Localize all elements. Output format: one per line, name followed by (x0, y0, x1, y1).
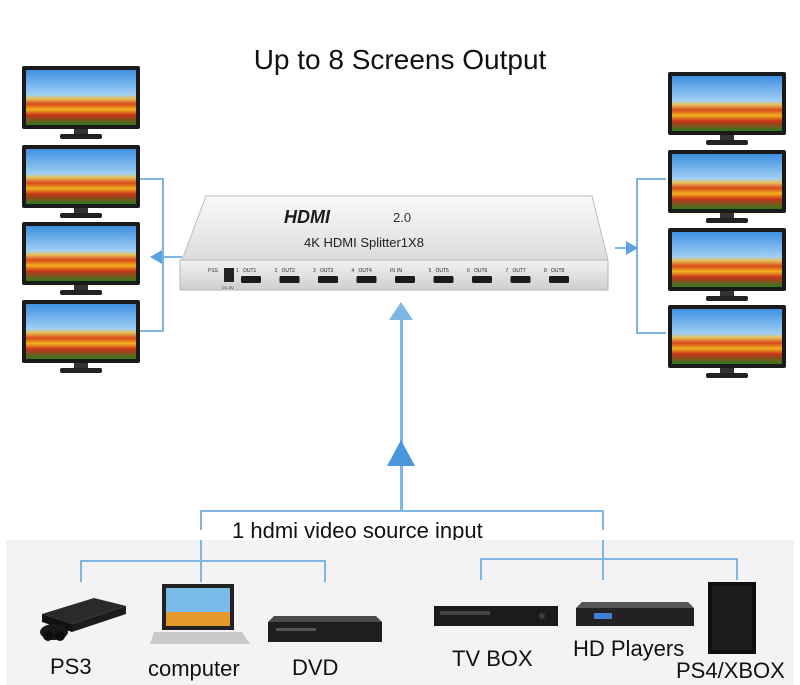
left-group-tick-2 (200, 560, 202, 582)
port-label: OUT3 (320, 268, 334, 274)
hdmi-splitter: HDMI 2.0 4K HDMI Splitter1X8 PSS DC 5V 1 OU… (179, 195, 609, 291)
right-arrow-icon (626, 241, 638, 255)
device-model: 4K HDMI Splitter1X8 (304, 235, 424, 250)
source-label-computer: computer (148, 656, 240, 681)
port-label: OUT6 (474, 268, 488, 274)
left-group-center (200, 540, 202, 562)
port-number: 2 (275, 268, 278, 274)
port-number: 4 (352, 268, 355, 274)
monitor-left-2 (22, 145, 140, 219)
source-label-ps3: PS3 (50, 654, 92, 679)
left-bracket-bottom (140, 330, 164, 332)
hdmi-version: 2.0 (393, 210, 411, 225)
input-connector-vertical (400, 305, 403, 510)
hdmi-port (549, 276, 569, 283)
monitor-left-1 (22, 66, 140, 140)
up-arrow-top-icon (389, 302, 413, 320)
port-label: OUT5 (436, 268, 450, 274)
port-label: OUT7 (513, 268, 527, 274)
page-title: Up to 8 Screens Output (253, 44, 547, 75)
right-group-top (480, 558, 738, 560)
right-group-tick-1 (480, 558, 482, 580)
source-label-hd-players: HD Players (573, 636, 685, 661)
hdmi-port (395, 276, 415, 283)
port-number: 3 (313, 268, 316, 274)
dc-power-jack (224, 268, 234, 282)
source-label-tv-box: TV BOX (452, 646, 533, 671)
monitor-right-2 (668, 150, 786, 224)
hdmi-port (472, 276, 492, 283)
port-number: 7 (506, 268, 509, 274)
monitor-right-1 (668, 72, 786, 146)
hdmi-port (318, 276, 338, 283)
right-bracket-bottom (636, 332, 666, 334)
left-group-top (80, 560, 326, 562)
monitor-left-4 (22, 300, 140, 374)
hd-player-icon (576, 602, 694, 626)
port-number: 5 (429, 268, 432, 274)
source-bracket-top (200, 510, 604, 512)
dvd-player-icon (268, 616, 382, 642)
hdmi-port (279, 276, 300, 283)
right-bracket-top (636, 178, 666, 180)
left-arrow-icon (150, 250, 162, 264)
left-bracket-top (140, 178, 164, 180)
source-bracket-left (200, 510, 202, 530)
monitor-right-4 (668, 305, 786, 379)
left-group-tick-1 (80, 560, 82, 582)
port-number: IN (390, 268, 395, 274)
hdmi-port (433, 276, 454, 283)
hdmi-port (510, 276, 531, 283)
port-label: IN (397, 268, 402, 274)
left-bracket-stem (160, 256, 182, 258)
port-label: OUT2 (282, 268, 296, 274)
source-label-dvd: DVD (292, 655, 339, 680)
right-group-center (602, 540, 604, 560)
left-group-tick-3 (324, 560, 326, 582)
source-label-ps4-xbox: PS4/XBOX (676, 658, 785, 683)
port-number: 8 (544, 268, 547, 274)
hdmi-port (356, 276, 377, 283)
right-bracket-vertical (636, 178, 638, 334)
source-bracket-right (602, 510, 604, 530)
right-group-tick-3 (736, 558, 738, 580)
right-group-tick-2 (602, 558, 604, 580)
port-number: 6 (467, 268, 470, 274)
power-label: PSS (208, 268, 219, 274)
port-number: 1 (236, 268, 239, 274)
ps4-xbox-console-icon (708, 582, 756, 654)
monitor-left-3 (22, 222, 140, 296)
source-label: 1 hdmi video source input (232, 518, 483, 543)
left-bracket-vertical (162, 178, 164, 332)
hdmi-port (241, 276, 261, 283)
dc-label: DC 5V (222, 285, 234, 290)
ps3-console-icon (40, 598, 126, 641)
hdmi-logo: HDMI (284, 207, 331, 227)
monitor-right-3 (668, 228, 786, 302)
port-label: OUT8 (551, 268, 565, 274)
up-arrow-icon (387, 440, 415, 466)
laptop-icon (150, 584, 250, 644)
port-label: OUT4 (359, 268, 373, 274)
tv-box-icon (434, 606, 558, 626)
port-label: OUT1 (243, 268, 257, 274)
